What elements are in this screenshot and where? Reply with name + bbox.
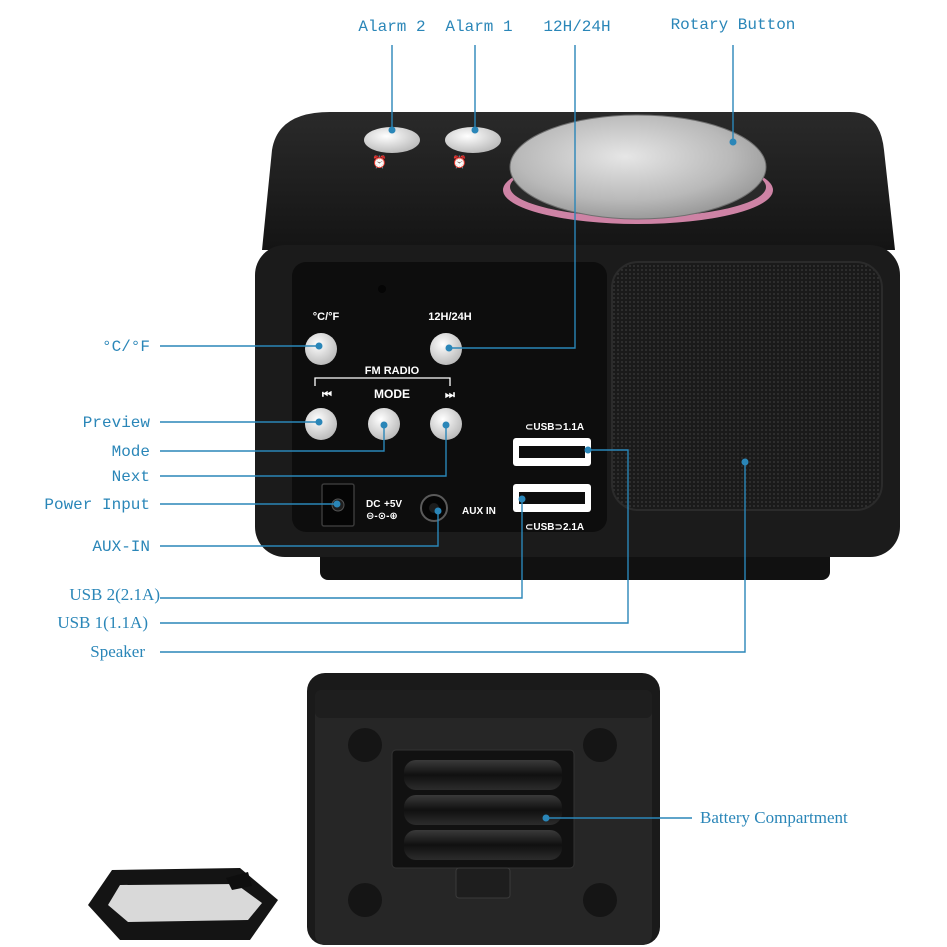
callout-next: Next	[112, 468, 150, 486]
usb-1-port-inner	[519, 446, 585, 458]
leader-dot	[584, 446, 592, 454]
battery-cell	[404, 795, 562, 825]
panel-1224-label: 12H/24H	[428, 311, 471, 323]
leader-dot	[380, 421, 388, 429]
rubber-foot	[583, 883, 617, 917]
alarm-2-button[interactable]	[364, 127, 420, 153]
panel-volt-label: +5V	[384, 499, 402, 510]
leader-dot	[729, 138, 737, 146]
rubber-foot	[583, 728, 617, 762]
leader-dot	[518, 495, 526, 503]
panel-fm-radio-label: FM RADIO	[365, 365, 420, 377]
rubber-foot	[348, 883, 382, 917]
leader-dot	[445, 344, 453, 352]
leader-dot	[471, 126, 479, 134]
clock-bottom-view	[307, 673, 660, 945]
callout-usb2: USB 2(2.1A)	[69, 585, 160, 604]
battery-cell	[404, 830, 562, 860]
callout-mode: Mode	[112, 443, 150, 461]
battery-cover-tab	[226, 872, 252, 890]
callout-1224: 12H/24H	[543, 18, 610, 36]
alarm-1-icon: ⏰	[452, 154, 467, 169]
usb-2-port-inner	[519, 492, 585, 504]
bottom-plate-top	[315, 690, 652, 718]
leader-dot	[388, 126, 396, 134]
leader-dot	[542, 814, 550, 822]
leader-next	[160, 426, 447, 477]
callout-cf: °C/°F	[102, 338, 150, 356]
panel-mode-label: MODE	[374, 387, 410, 401]
leader-dot	[434, 507, 442, 515]
leader-dot	[741, 458, 749, 466]
callout-usb1: USB 1(1.1A)	[57, 613, 148, 632]
prev-icon: ⏮	[322, 389, 332, 401]
leader-dot	[442, 421, 450, 429]
callout-speaker: Speaker	[90, 642, 145, 661]
panel-cf-label: °C/°F	[313, 311, 340, 323]
callout-battery: Battery Compartment	[700, 808, 848, 827]
panel-aux-in-label: AUX IN	[462, 506, 496, 517]
leader-dot	[315, 342, 323, 350]
panel-usb1-label: 1.1A	[563, 422, 584, 433]
clock-back-view: ⏰ ⏰ °C/°F 12H/24H FM RADIO MODE ⏮ ⏭ DC +…	[255, 112, 900, 580]
usb-2-icon: ⊂USB⊃	[525, 522, 563, 533]
leader-mode	[160, 426, 385, 452]
callout-preview: Preview	[83, 414, 151, 432]
battery-cover	[88, 868, 278, 940]
leader-usb1	[160, 449, 629, 624]
panel-dc-label: DC	[366, 499, 380, 510]
callout-labels: Alarm 2 Alarm 1 12H/24H Rotary Button °C…	[44, 16, 848, 827]
alarm-1-button[interactable]	[445, 127, 501, 153]
alarm-2-icon: ⏰	[372, 154, 387, 169]
callout-alarm2: Alarm 2	[358, 18, 425, 36]
leader-dot	[333, 500, 341, 508]
next-icon: ⏭	[445, 389, 455, 401]
dc-polarity-icon: ⊖-⊙-⊕	[366, 511, 398, 522]
callout-alarm1: Alarm 1	[445, 18, 512, 36]
battery-cell	[404, 760, 562, 790]
leader-lines	[160, 45, 749, 822]
battery-cover-label	[108, 884, 262, 922]
rubber-foot	[348, 728, 382, 762]
battery-latch[interactable]	[455, 867, 511, 899]
fm-radio-bracket	[314, 377, 451, 386]
leader-usb2	[160, 500, 523, 599]
panel-usb2-label: 2.1A	[563, 522, 584, 533]
cf-button[interactable]	[305, 333, 337, 365]
callout-rotary: Rotary Button	[671, 16, 796, 34]
leader-auxin	[160, 512, 439, 547]
leader-speaker	[160, 464, 746, 653]
callout-auxin: AUX-IN	[92, 538, 150, 556]
rotary-knob[interactable]	[509, 114, 767, 220]
mic-hole	[378, 285, 386, 293]
callout-power: Power Input	[44, 496, 150, 514]
speaker-grille	[611, 261, 883, 511]
leader-dot	[315, 418, 323, 426]
usb-1-icon: ⊂USB⊃	[525, 422, 563, 433]
leader-1224	[450, 45, 576, 349]
